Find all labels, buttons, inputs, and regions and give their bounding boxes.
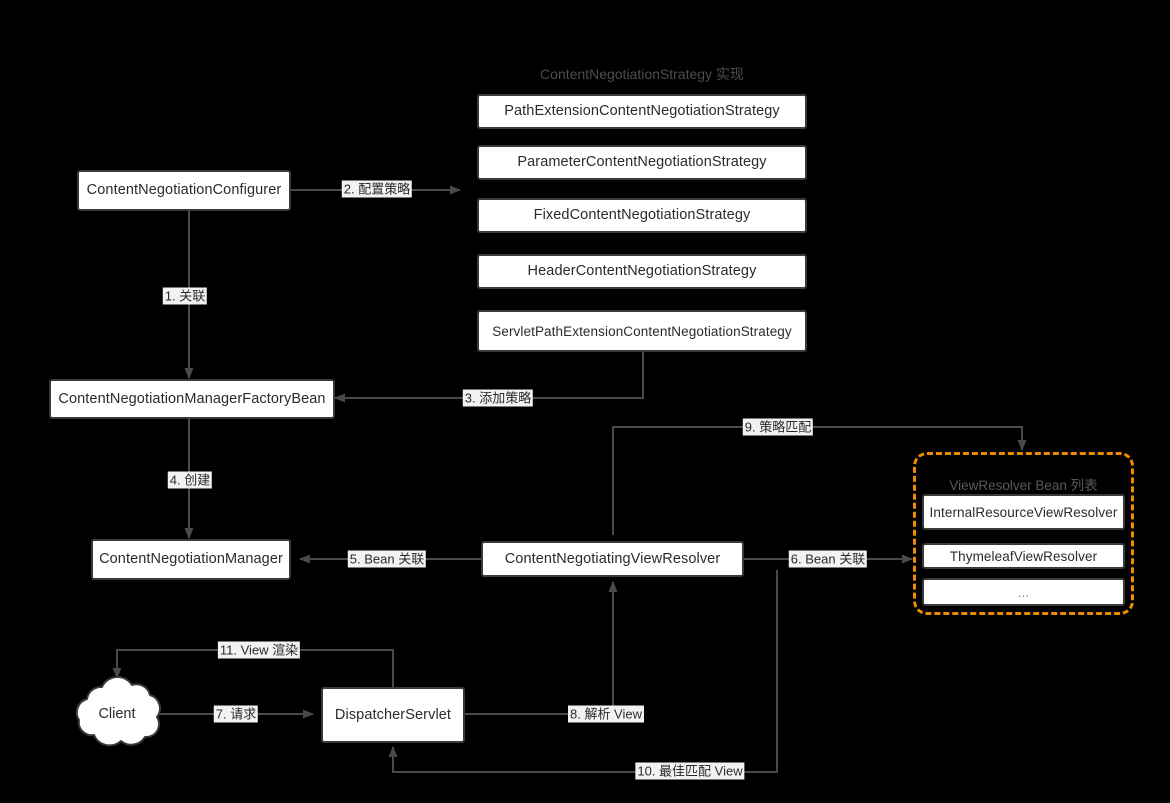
client-label: Client	[98, 706, 136, 722]
viewresolver-bean-list-group	[913, 452, 1134, 615]
edge-label-9-strategy-match: 9. 策略匹配	[742, 418, 814, 436]
node-view-resolver-ellipsis: ...	[922, 578, 1125, 606]
edge-label-4-create: 4. 创建	[167, 471, 213, 489]
node-content-negotiation-manager: ContentNegotiationManager	[91, 539, 291, 580]
edge-label-5-bean-association: 5. Bean 关联	[347, 550, 427, 568]
node-parameter-strategy: ParameterContentNegotiationStrategy	[477, 145, 807, 180]
edge-label-8-resolve-view: 8. 解析 View	[567, 705, 645, 723]
node-fixed-strategy: FixedContentNegotiationStrategy	[477, 198, 807, 233]
node-content-negotiation-manager-factory-bean: ContentNegotiationManagerFactoryBean	[49, 379, 335, 419]
edge-label-7-request: 7. 请求	[213, 705, 259, 723]
edge-label-10-best-match-view: 10. 最佳匹配 View	[635, 762, 745, 780]
node-header-strategy: HeaderContentNegotiationStrategy	[477, 254, 807, 289]
node-internal-resource-view-resolver: InternalResourceViewResolver	[922, 494, 1125, 530]
node-content-negotiating-view-resolver: ContentNegotiatingViewResolver	[481, 541, 744, 577]
edge-label-1-association: 1. 关联	[162, 287, 208, 305]
edge-label-3-add-strategy: 3. 添加策略	[462, 389, 534, 407]
node-path-extension-strategy: PathExtensionContentNegotiationStrategy	[477, 94, 807, 129]
node-thymeleaf-view-resolver: ThymeleafViewResolver	[922, 543, 1125, 569]
strategy-group-title: ContentNegotiationStrategy 实现	[540, 66, 744, 82]
node-content-negotiation-configurer: ContentNegotiationConfigurer	[77, 170, 291, 211]
cloud-icon	[75, 675, 161, 747]
node-servlet-path-extension-strategy: ServletPathExtensionContentNegotiationSt…	[477, 310, 807, 352]
node-client: Client	[61, 675, 173, 753]
edge-label-6-bean-association: 6. Bean 关联	[788, 550, 868, 568]
edge-label-11-view-render: 11. View 渲染	[217, 641, 301, 659]
viewresolver-group-title: ViewResolver Bean 列表	[949, 478, 1098, 493]
edge-label-2-configure-strategy: 2. 配置策略	[341, 180, 413, 198]
node-dispatcher-servlet: DispatcherServlet	[321, 687, 465, 743]
